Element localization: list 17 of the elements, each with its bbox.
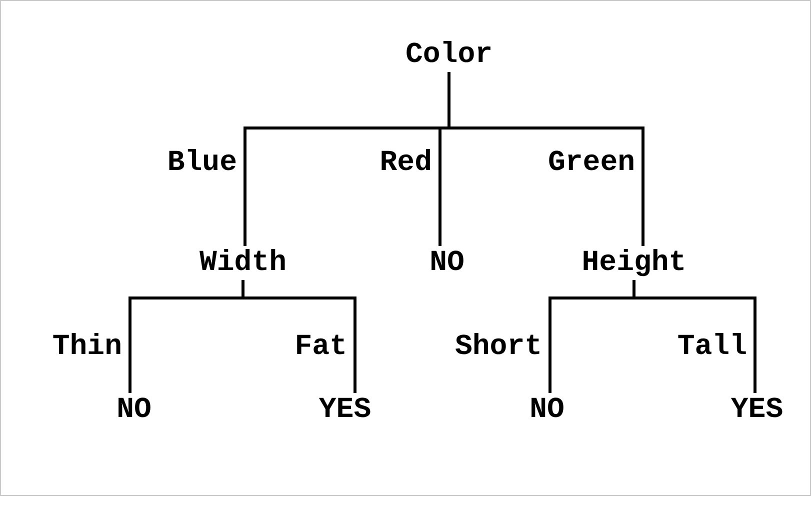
node-label: NO (116, 393, 152, 427)
edge-label: Red (380, 146, 432, 180)
edge-label: Green (548, 146, 635, 180)
node-label: Color (405, 38, 492, 72)
edge-label: Tall (677, 330, 747, 364)
node-label: NO (430, 246, 464, 280)
node-label: YES (318, 393, 372, 427)
node-label: NO (530, 393, 564, 427)
node-label: Height (582, 246, 686, 280)
edge-label: Thin (52, 330, 122, 364)
edge-label: Short (454, 330, 542, 364)
edge-label: Blue (167, 146, 237, 180)
node-label: YES (730, 393, 784, 427)
node-label: Width (199, 246, 286, 280)
edge-label: Fat (294, 330, 347, 364)
connector-line (448, 72, 644, 246)
connector-line (632, 280, 756, 393)
